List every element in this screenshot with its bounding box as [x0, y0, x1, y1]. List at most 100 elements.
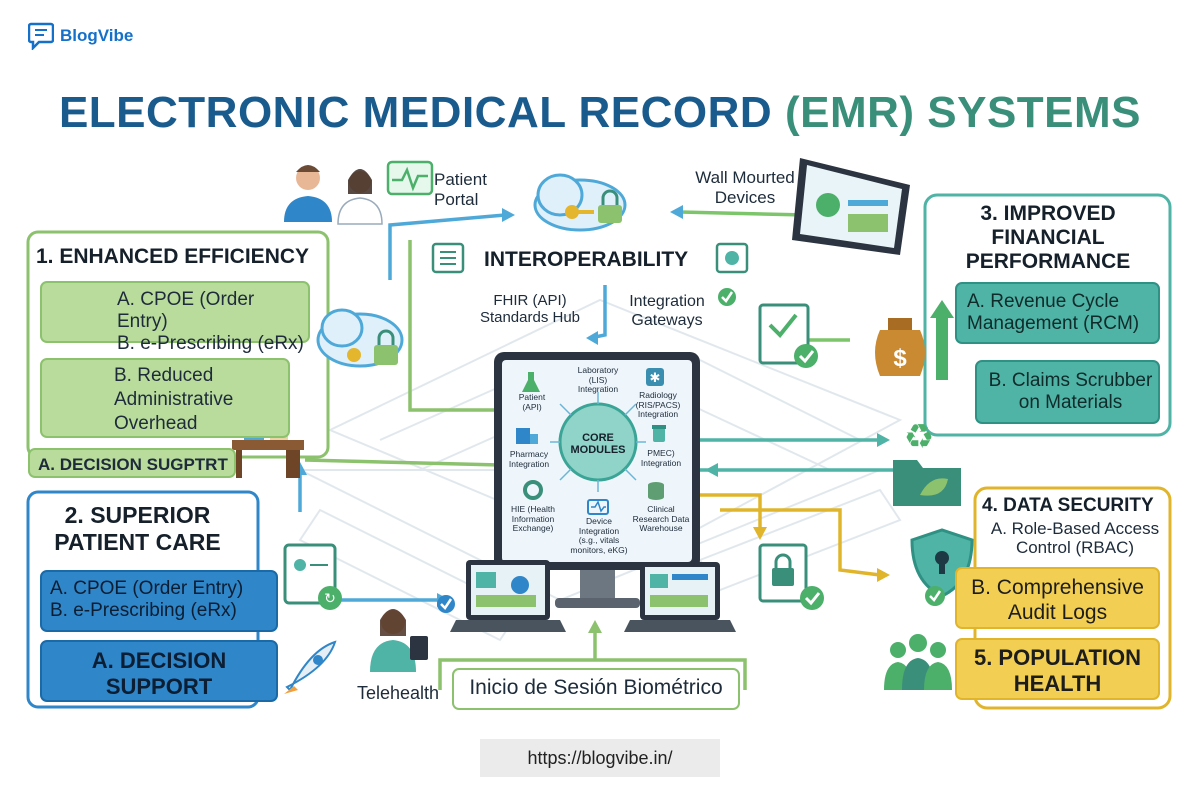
- module-pmec-line-2: Integration: [640, 457, 682, 468]
- pill-bottle-icon: [652, 425, 666, 442]
- module-radiology-line-1: Radiology: [639, 390, 677, 400]
- source-url[interactable]: https://blogvibe.in/: [480, 739, 720, 777]
- module-hie-line-1: HIE (Health: [511, 504, 555, 514]
- decision-line-1: A. DECISION: [91, 648, 227, 673]
- patient-care-item-cpoe: A. CPOE (Order Entry) B. e-Prescribing (…: [40, 570, 278, 632]
- integration-line-1: Integration: [629, 293, 705, 310]
- telehealth-label: Telehealth: [356, 683, 440, 703]
- population-health-box: 5. POPULATION HEALTH: [955, 638, 1160, 700]
- module-clinical: Clinical Research Data Warehouse: [630, 504, 692, 534]
- module-pharmacy: Pharmacy Integration: [504, 449, 554, 469]
- financial-frame: [923, 193, 1172, 437]
- efficiency-heading: 1. ENHANCED EFFICIENCY: [36, 245, 310, 268]
- fhir-line-1: FHIR (API): [493, 292, 567, 309]
- fhir-label: FHIR (API) Standards Hub: [460, 292, 600, 326]
- title-part-1: ELECTRONIC MEDICAL RECORD: [58, 88, 773, 137]
- module-hie-line-3: Exchange): [512, 523, 554, 533]
- financial-line-1: 3. IMPROVED: [980, 202, 1116, 225]
- module-radiology: Radiology (RIS/PACS) Integration: [628, 390, 688, 420]
- security-rbac: A. Role-Based Access Control (RBAC): [985, 519, 1165, 557]
- module-pharmacy-line-2: Integration: [508, 458, 550, 469]
- biometric-login-box: Inicio de Sesión Biométrico: [452, 668, 740, 710]
- patient-portal-line-1: Patient: [434, 170, 487, 189]
- svg-text:↻: ↻: [324, 590, 336, 606]
- brand-logo: BlogVibe: [28, 22, 133, 50]
- module-patient: Patient (API): [508, 392, 556, 412]
- module-device-line-3: (s.g., vitals: [578, 535, 620, 545]
- module-lab-line-1: Laboratory: [577, 365, 619, 375]
- check-badge-icon: [437, 288, 945, 613]
- patient-care-cpoe-line: A. CPOE (Order Entry): [50, 578, 244, 599]
- rbac-line-2: Control (RBAC): [1015, 538, 1135, 557]
- module-patient-line-1: Patient: [518, 392, 546, 402]
- page-title: ELECTRONIC MEDICAL RECORD (EMR) SYSTEMS: [0, 88, 1200, 138]
- module-clinical-line-1: Clinical: [647, 504, 675, 514]
- fhir-line-2: Standards Hub: [479, 309, 581, 326]
- claims-line-1: B. Claims Scrubber: [988, 370, 1153, 391]
- svg-text:✱: ✱: [650, 370, 661, 385]
- snowflake-icon: ✱: [646, 368, 664, 386]
- overhead-line-2: Administrative: [114, 389, 234, 410]
- brand-name: BlogVibe: [60, 26, 134, 45]
- lock-document-icon: [758, 543, 824, 610]
- hub-spokes: [550, 392, 646, 492]
- title-part-2: (EMR) SYSTEMS: [784, 88, 1142, 137]
- wall-mounted-line-2: Devices: [714, 188, 776, 207]
- doctor-icon: [284, 165, 332, 222]
- checklist-icon: ↻: [283, 543, 342, 610]
- monitor-base: [555, 598, 640, 608]
- efficiency-item-decision: A. DECISION SUGPTRT: [28, 448, 236, 478]
- financial-heading: 3. IMPROVED FINANCIAL PERFORMANCE: [948, 202, 1148, 274]
- doctor-icon: [337, 169, 383, 225]
- module-device-line-4: monitors, eKG): [570, 544, 628, 555]
- core-line-2: MODULES: [570, 444, 626, 456]
- patient-portal-line-2: Portal: [434, 190, 479, 209]
- module-radiology-line-3: Integration: [637, 409, 679, 419]
- svg-text:♻: ♻: [904, 418, 934, 456]
- cloud-lock-icon: [316, 308, 404, 368]
- laptop-icon: [624, 562, 736, 632]
- recycle-icon: ♻: [904, 418, 934, 456]
- svg-text:$: $: [893, 345, 907, 372]
- people-group-icon: [884, 634, 952, 690]
- integration-gateways-label: Integration Gateways: [612, 292, 722, 330]
- module-device-line-2: Integration: [578, 525, 620, 536]
- patient-care-item-decision: A. DECISION SUPPORT: [40, 640, 278, 702]
- module-lab-line-3: Integration: [577, 384, 619, 394]
- money-bag-icon: $: [875, 300, 954, 380]
- audit-line-1: B. Comprehensive: [971, 576, 1144, 599]
- decision-line-2: SUPPORT: [105, 674, 213, 699]
- chip-icon: [431, 242, 465, 274]
- module-patient-line-2: (API): [522, 401, 542, 412]
- rbac-line-1: A. Role-Based Access: [990, 519, 1160, 538]
- module-pharmacy-line-1: Pharmacy: [509, 449, 549, 459]
- core-modules-label: CORE MODULES: [566, 432, 630, 456]
- laptop-icon: [450, 560, 566, 632]
- audit-line-2: Audit Logs: [1007, 601, 1108, 624]
- security-heading: 4. DATA SECURITY: [982, 495, 1154, 516]
- core-line-1: CORE: [582, 432, 614, 444]
- overhead-line-1: B. Reduced: [114, 365, 214, 386]
- financial-item-rcm: A. Revenue Cycle Management (RCM): [955, 282, 1160, 344]
- rocket-icon: [284, 640, 337, 694]
- patient-care-erx-line: B. e-Prescribing (eRx): [50, 600, 237, 621]
- module-device: Device Integration (s.g., vitals monitor…: [568, 516, 630, 555]
- rcm-line-1: A. Revenue Cycle: [967, 291, 1120, 312]
- cloud-lock-icon: [533, 173, 627, 232]
- chat-bubble-icon: [28, 22, 54, 50]
- pulse-chip-icon: [587, 499, 609, 515]
- folder-leaf-icon: [893, 460, 961, 506]
- chip-icon: [715, 242, 749, 274]
- gear-icon: [523, 480, 543, 500]
- module-radiology-line-2: (RIS/PACS): [635, 399, 681, 410]
- rcm-line-2: Management (RCM): [967, 313, 1140, 334]
- wall-mounted-label: Wall Mourted Devices: [680, 168, 810, 208]
- module-hie: HIE (Health Information Exchange): [504, 504, 562, 534]
- financial-line-3: PERFORMANCE: [965, 250, 1131, 273]
- financial-line-2: FINANCIAL: [991, 226, 1105, 249]
- population-line-1: 5. POPULATION: [973, 645, 1142, 670]
- interoperability-heading: INTEROPERABILITY: [484, 248, 689, 271]
- wall-mounted-line-1: Wall Mourted: [695, 168, 795, 187]
- integration-line-2: Gateways: [631, 312, 703, 329]
